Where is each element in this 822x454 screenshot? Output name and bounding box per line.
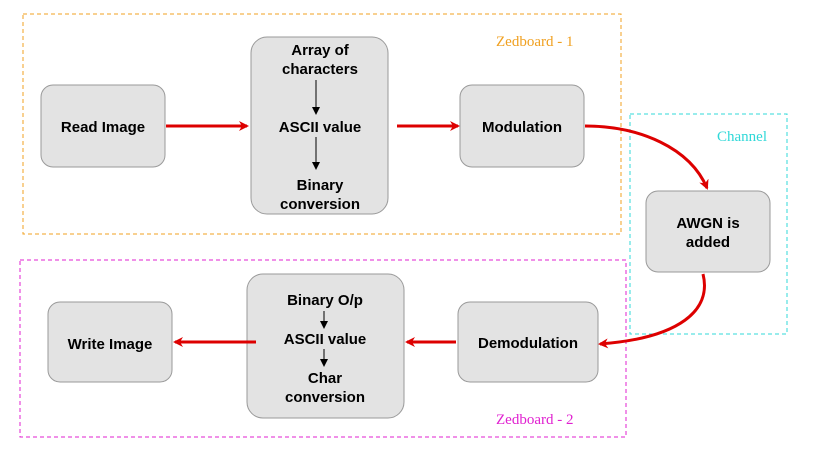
rx-binary-op-label: Binary O/p xyxy=(287,292,363,309)
write-image-node: Write Image xyxy=(47,301,173,383)
arrow-awgn-to-demodulation xyxy=(598,273,706,349)
tx-conversion-label: conversion xyxy=(280,196,360,213)
awgn-is-label: AWGN is xyxy=(676,215,739,232)
read-image-label: Read Image xyxy=(61,119,145,136)
write-image-label: Write Image xyxy=(68,336,153,353)
channel-group xyxy=(629,113,788,335)
tx-characters-label: characters xyxy=(282,61,358,78)
awgn-added-label: added xyxy=(686,234,730,251)
zedboard-1-label: Zedboard - 1 xyxy=(496,34,573,50)
zedboard-2-label: Zedboard - 2 xyxy=(496,412,573,428)
modulation-label: Modulation xyxy=(482,119,562,136)
rx-ascii-value-label: ASCII value xyxy=(284,331,367,348)
arrow-modulation-to-awgn xyxy=(584,124,709,190)
zedboard-1-group xyxy=(22,13,622,235)
demodulation-label: Demodulation xyxy=(478,335,578,352)
modulation-node: Modulation xyxy=(459,84,585,168)
channel-label: Channel xyxy=(717,129,767,145)
rx-char-label: Char xyxy=(308,370,342,387)
tx-binary-label: Binary xyxy=(297,177,344,194)
tx-array-of-label: Array of xyxy=(291,42,350,59)
read-image-node: Read Image xyxy=(40,84,166,168)
rx-conversion-node: Binary O/p ASCII value Char conversion xyxy=(246,273,405,419)
tx-ascii-value-label: ASCII value xyxy=(279,119,362,136)
awgn-node: AWGN is added xyxy=(645,190,771,273)
tx-conversion-node: Array of characters ASCII value Binary c… xyxy=(250,36,389,215)
demodulation-node: Demodulation xyxy=(457,301,599,383)
rx-conversion-label: conversion xyxy=(285,389,365,406)
zedboard-2-group xyxy=(19,259,627,438)
